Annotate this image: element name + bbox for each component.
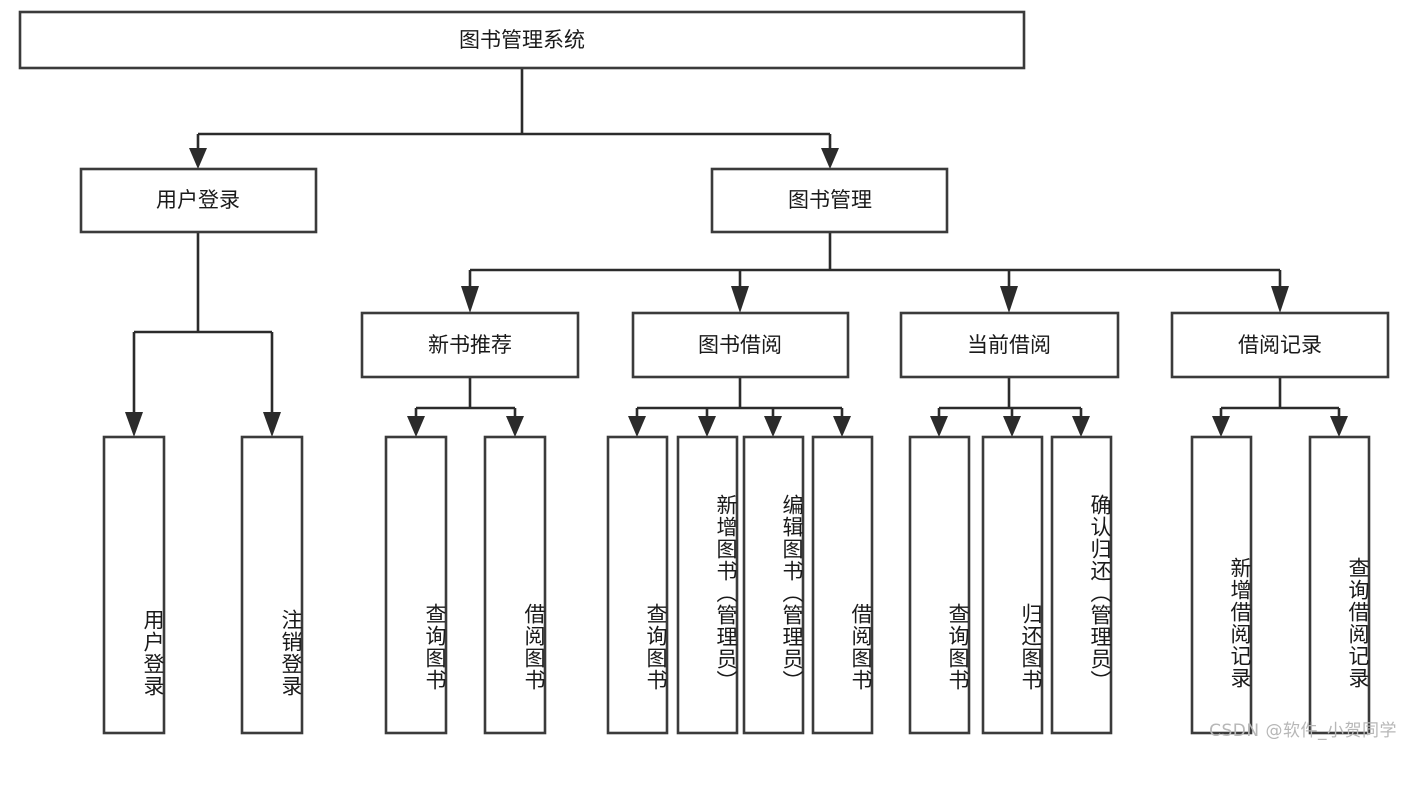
node-root[interactable]: 图书管理系统 xyxy=(18,10,1026,70)
node-book-management-box[interactable] xyxy=(710,167,949,234)
node-leaf-borrow-book-recommend-box[interactable] xyxy=(483,435,547,735)
arrow-head-leaf-user-login xyxy=(125,412,143,437)
arrow-head-user-login xyxy=(189,148,207,169)
arrow-head-leaf-return-book xyxy=(1003,416,1021,437)
node-borrow-record[interactable]: 借阅记录 xyxy=(1170,311,1390,379)
node-book-borrow-label: 图书借阅 xyxy=(698,333,782,357)
tree-canvas: 图书管理系统 用户登录 图书管理 新书推荐 图书借阅 当前借阅 借阅记录 xyxy=(18,10,1390,735)
node-current-borrow-box[interactable] xyxy=(899,311,1120,379)
arrow-head-borrow-record xyxy=(1271,286,1289,313)
node-leaf-add-book-admin-box[interactable] xyxy=(676,435,739,735)
node-user-login-box[interactable] xyxy=(79,167,318,234)
arrow-head-leaf-query-book-recommend xyxy=(407,416,425,437)
arrow-head-leaf-borrow-book xyxy=(833,416,851,437)
node-new-book-recommend-label: 新书推荐 xyxy=(428,333,512,357)
node-leaf-query-book-current-box[interactable] xyxy=(908,435,971,735)
arrow-head-book-borrow xyxy=(731,286,749,313)
arrow-head-leaf-add-borrow-record xyxy=(1212,416,1230,437)
arrow-head-leaf-logout xyxy=(263,412,281,437)
node-new-book-recommend[interactable]: 新书推荐 xyxy=(360,311,580,379)
arrow-head-leaf-query-book-borrow xyxy=(628,416,646,437)
arrow-head-leaf-add-book-admin xyxy=(698,416,716,437)
connector-layer xyxy=(125,68,1348,437)
node-borrow-record-box[interactable] xyxy=(1170,311,1390,379)
flowchart-diagram: 图书管理系统 用户登录 图书管理 新书推荐 图书借阅 当前借阅 借阅记录 xyxy=(18,10,1397,741)
arrow-head-new-book-recommend xyxy=(461,286,479,313)
leaf-box-layer xyxy=(102,435,1371,735)
node-leaf-query-book-borrow-box[interactable] xyxy=(606,435,669,735)
node-leaf-query-book-recommend-box[interactable] xyxy=(384,435,448,735)
arrow-head-leaf-query-book-current xyxy=(930,416,948,437)
node-leaf-return-book-box[interactable] xyxy=(981,435,1044,735)
node-leaf-user-login-box[interactable] xyxy=(102,435,166,735)
node-book-borrow[interactable]: 图书借阅 xyxy=(631,311,850,379)
node-current-borrow[interactable]: 当前借阅 xyxy=(899,311,1120,379)
arrow-head-leaf-borrow-book-recommend xyxy=(506,416,524,437)
node-leaf-edit-book-admin-box[interactable] xyxy=(742,435,805,735)
arrow-head-book-management xyxy=(821,148,839,169)
node-leaf-add-borrow-record-box[interactable] xyxy=(1190,435,1253,735)
node-book-management[interactable]: 图书管理 xyxy=(710,167,949,234)
node-user-login[interactable]: 用户登录 xyxy=(79,167,318,234)
node-current-borrow-label: 当前借阅 xyxy=(967,333,1051,357)
node-borrow-record-label: 借阅记录 xyxy=(1238,333,1322,357)
node-book-borrow-box[interactable] xyxy=(631,311,850,379)
arrow-head-current-borrow xyxy=(1000,286,1018,313)
node-book-management-label: 图书管理 xyxy=(788,188,872,212)
node-root-box[interactable] xyxy=(18,10,1026,70)
arrow-head-leaf-edit-book-admin xyxy=(764,416,782,437)
node-root-label: 图书管理系统 xyxy=(459,28,585,52)
node-user-login-label: 用户登录 xyxy=(156,188,240,212)
arrow-head-leaf-query-borrow-record xyxy=(1330,416,1348,437)
arrow-head-leaf-confirm-return-admin xyxy=(1072,416,1090,437)
node-leaf-query-borrow-record-box[interactable] xyxy=(1308,435,1371,735)
node-leaf-borrow-book-box[interactable] xyxy=(811,435,874,735)
node-leaf-confirm-return-admin-box[interactable] xyxy=(1050,435,1113,735)
csdn-watermark: CSDN @软件_小贺同学 xyxy=(1209,721,1397,741)
node-new-book-recommend-box[interactable] xyxy=(360,311,580,379)
node-leaf-logout-box[interactable] xyxy=(240,435,304,735)
